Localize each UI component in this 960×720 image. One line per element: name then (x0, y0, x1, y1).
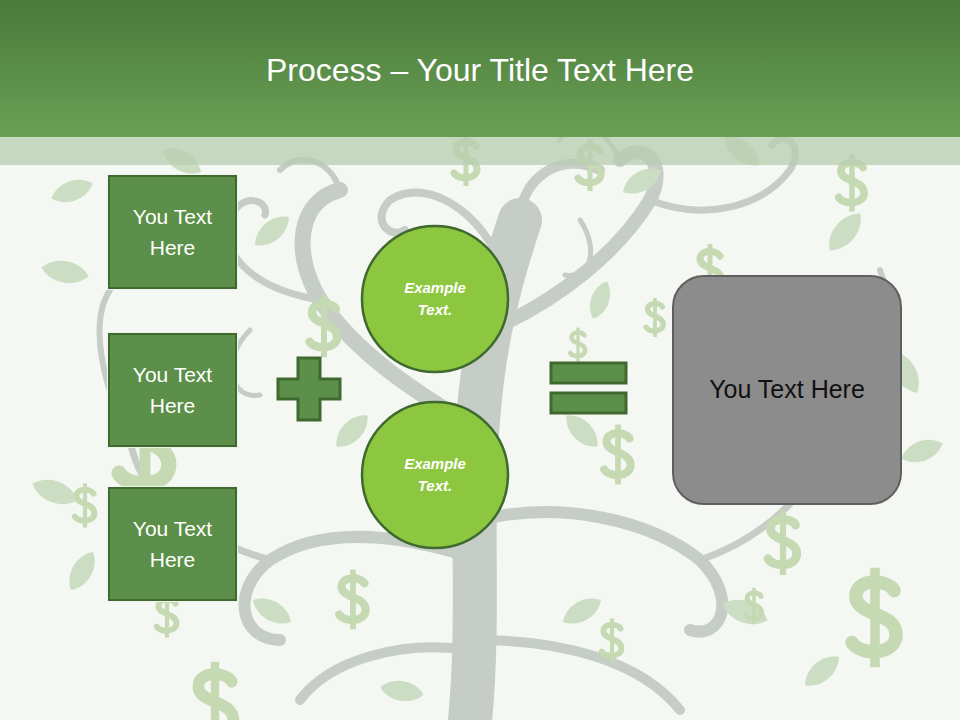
example-circle: Example Text. (360, 400, 510, 550)
slide-title: Process – Your Title Text Here (0, 52, 960, 89)
node-text: Example Text. (390, 277, 480, 322)
circle-outline (360, 400, 510, 550)
text-box: You Text Here (108, 487, 237, 601)
node-text: Example Text. (390, 453, 480, 498)
node-text: You Text Here (709, 371, 865, 409)
result-box: You Text Here (672, 275, 902, 505)
node-text: You Text Here (120, 359, 225, 422)
circle-outline (360, 224, 510, 374)
example-circle: Example Text. (360, 224, 510, 374)
node-text: You Text Here (120, 513, 225, 576)
text-box: You Text Here (108, 333, 237, 447)
text-box: You Text Here (108, 175, 237, 289)
node-text: You Text Here (120, 201, 225, 264)
